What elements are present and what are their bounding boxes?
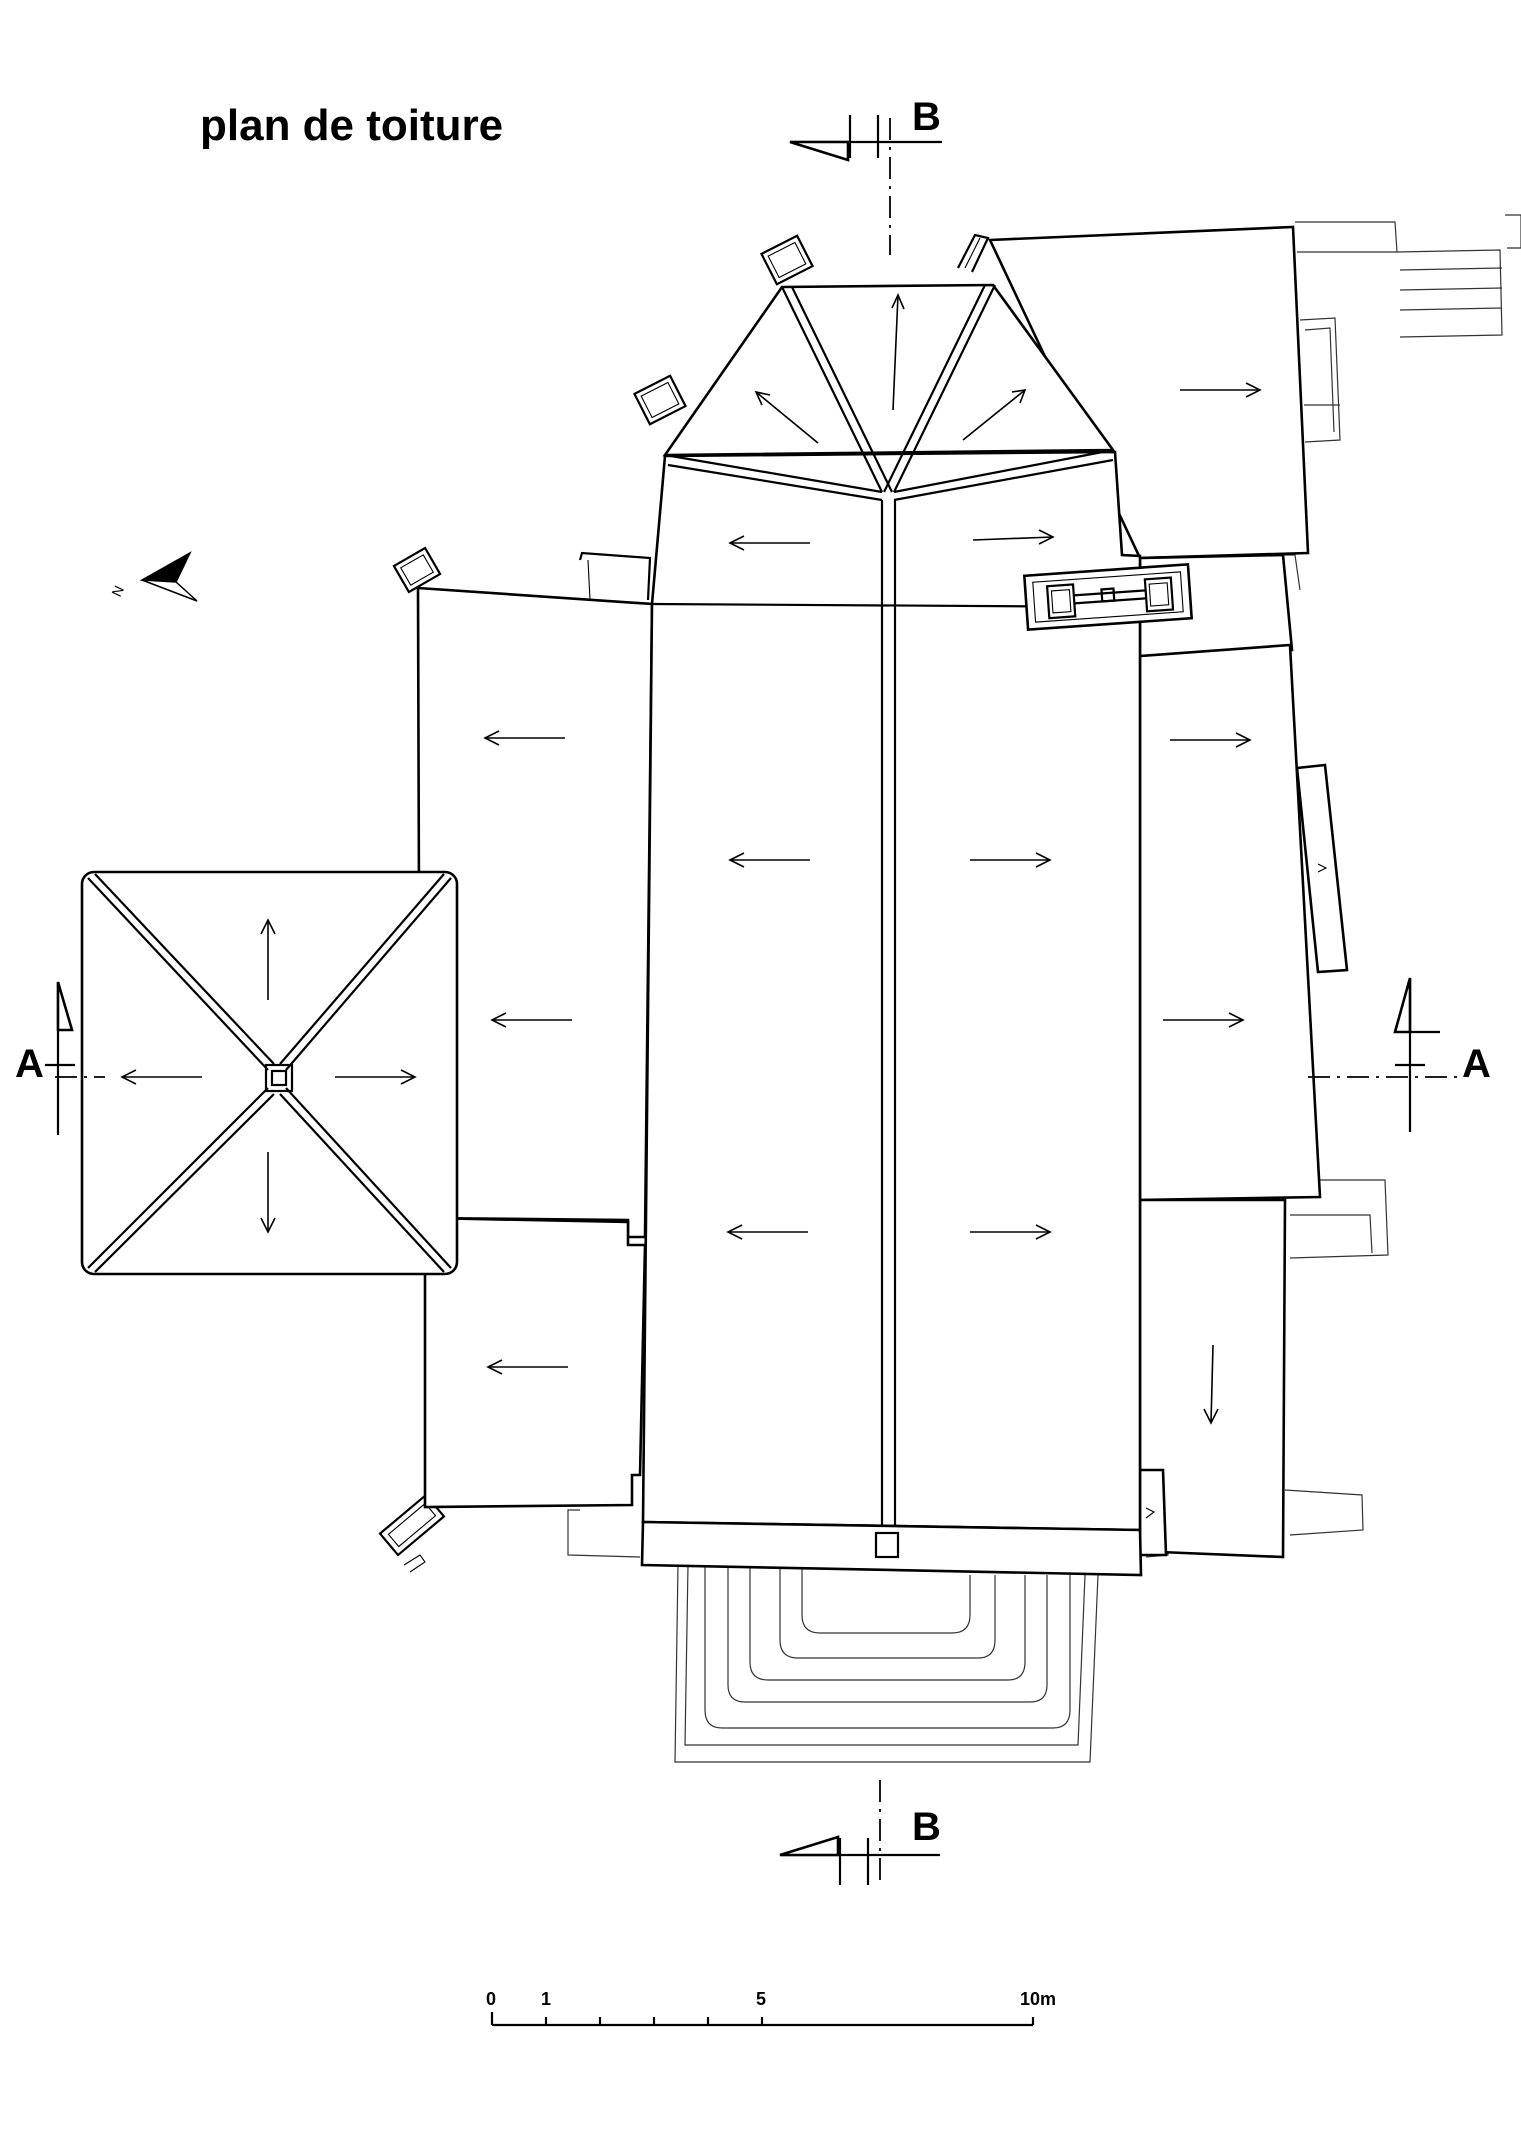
slope-arrow: [728, 852, 810, 868]
scale-bar: 0 1 5 10m: [486, 1989, 1056, 2027]
section-marker-a-left: A: [15, 981, 105, 1135]
plan-title: plan de toiture: [200, 101, 503, 150]
north-arrow-light-half: [141, 579, 198, 602]
north-arrow: N: [108, 551, 198, 602]
scale-tick-1: 1: [541, 1989, 551, 2009]
section-b-top-label: B: [912, 95, 941, 139]
slope-arrow: [962, 388, 1027, 441]
slope-arrow: [483, 730, 565, 746]
slope-arrows: [120, 293, 1262, 1425]
section-marker-b-top: B: [789, 95, 942, 255]
slope-arrow: [120, 1069, 202, 1085]
roof-ladder-element: [1022, 562, 1194, 632]
section-b-bottom-label: B: [912, 1805, 941, 1849]
slope-arrow: [260, 1152, 276, 1234]
north-arrow-dark-half: [139, 551, 192, 583]
section-a-right-label: A: [1462, 1042, 1491, 1086]
nave-roof: [640, 450, 1143, 1577]
slope-arrow: [754, 390, 819, 444]
slope-arrow: [891, 293, 905, 411]
slope-arrow: [1203, 1344, 1219, 1425]
scale-tick-0: 0: [486, 1989, 496, 2009]
west-roof-blocks: [416, 586, 654, 1509]
slope-arrow: [972, 529, 1055, 545]
slope-arrow: [728, 535, 810, 551]
slope-arrow: [490, 1012, 572, 1028]
section-marker-b-bottom: B: [779, 1780, 941, 1885]
slope-arrow: [260, 918, 276, 1000]
slope-arrow: [335, 1069, 417, 1085]
north-label: N: [108, 583, 127, 599]
slope-arrow: [970, 852, 1052, 868]
slope-arrow: [486, 1359, 568, 1375]
slope-arrow: [1180, 382, 1262, 398]
section-marker-a-right: A: [1308, 977, 1491, 1132]
bell-tower-roof: [80, 870, 459, 1276]
slope-arrow: [1163, 1012, 1245, 1028]
scale-tick-10m: 10m: [1020, 1989, 1056, 2009]
section-a-left-label: A: [15, 1042, 44, 1086]
choir-steps-outline: [674, 1564, 1099, 1763]
apse-roof: [662, 283, 1116, 502]
slope-arrow: [726, 1224, 808, 1240]
slope-arrow: [1170, 732, 1252, 748]
scale-tick-5: 5: [756, 1989, 766, 2009]
slope-arrow: [970, 1224, 1052, 1240]
